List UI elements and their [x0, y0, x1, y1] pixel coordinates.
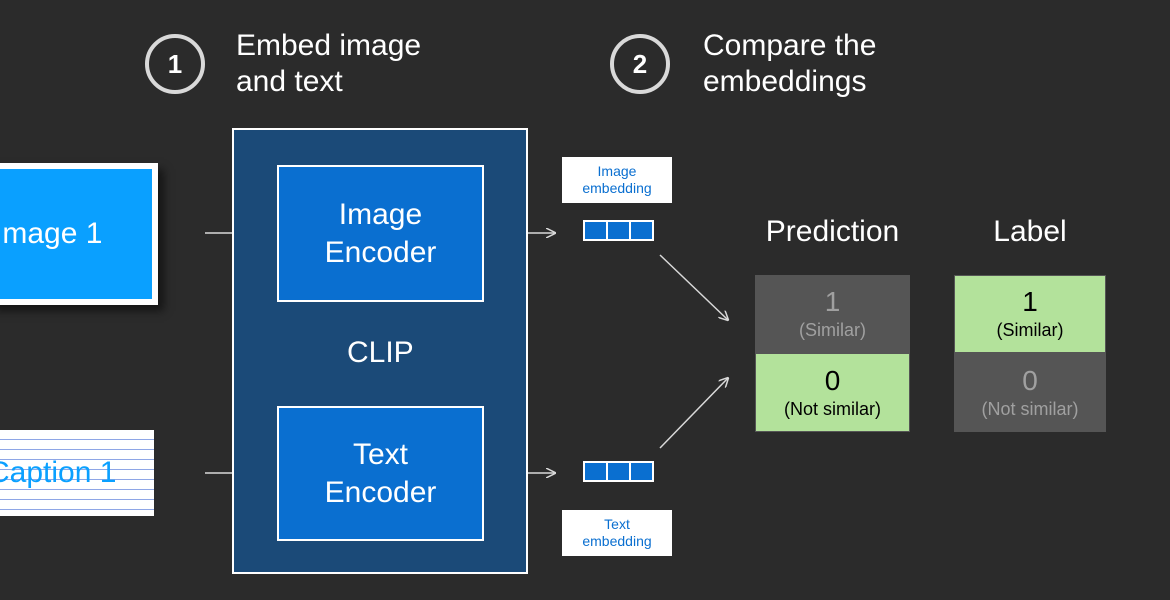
step-2-text: Compare the embeddings: [703, 28, 876, 100]
text-embedding-line2: embedding: [582, 533, 652, 549]
step-1-text: Embed image and text: [236, 28, 421, 100]
text-embedding-cell: [629, 461, 654, 482]
text-encoder: Text Encoder: [277, 406, 484, 541]
prediction-not-similar-value: 0: [824, 364, 841, 396]
label-similar-cell: 1 (Similar): [954, 275, 1106, 353]
image-encoder-line1: Image: [338, 197, 423, 231]
prediction-similar-cell: 1 (Similar): [755, 275, 910, 353]
image-encoder: Image Encoder: [277, 165, 484, 302]
image-embedding-label: Image embedding: [562, 157, 672, 203]
image-embedding-vector: [583, 220, 654, 241]
step-1-line2: and text: [236, 65, 343, 98]
caption-input-card: Caption 1: [0, 430, 154, 516]
label-similar-value: 1: [1022, 286, 1038, 317]
label-title: Label: [993, 215, 1067, 248]
text-embedding-to-prediction-arrow: [659, 378, 728, 449]
image-embedding-line2: embedding: [582, 180, 652, 196]
text-embedding-vector: [583, 461, 654, 482]
text-embedding-cell: [606, 461, 631, 482]
label-not-similar-value: 0: [1022, 364, 1038, 396]
image-embedding-line1: Image: [597, 163, 637, 179]
prediction-not-similar-cell: 0 (Not similar): [755, 353, 910, 432]
step-2-number: 2: [632, 48, 648, 79]
image-embedding-cell: [606, 220, 631, 241]
prediction-title: Prediction: [765, 215, 900, 248]
step-2-line1: Compare the: [703, 29, 877, 62]
caption-input-label: Caption 1: [0, 456, 117, 489]
step-1-line1: Embed image: [236, 29, 422, 62]
clip-label: CLIP: [347, 336, 414, 369]
image-embedding-cell: [629, 220, 654, 241]
label-not-similar-cell: 0 (Not similar): [954, 353, 1106, 432]
prediction-similar-value: 1: [824, 286, 841, 317]
text-embedding-label: Text embedding: [562, 510, 672, 556]
step-2-circle: 2: [610, 34, 670, 94]
text-encoder-line1: Text: [352, 437, 409, 471]
text-embedding-cell: [583, 461, 608, 482]
label-not-similar-desc: (Not similar): [981, 398, 1079, 419]
label-similar-desc: (Similar): [996, 320, 1064, 340]
image-embedding-cell: [583, 220, 608, 241]
prediction-similar-desc: (Similar): [799, 320, 866, 340]
text-embedding-line1: Text: [604, 516, 630, 532]
step-1-circle: 1: [145, 34, 205, 94]
image-input-card: Image 1: [0, 163, 158, 305]
image-embedding-to-prediction-arrow: [659, 254, 728, 320]
step-1-number: 1: [167, 48, 183, 79]
prediction-not-similar-desc: (Not similar): [784, 398, 881, 419]
image-encoder-line2: Encoder: [324, 235, 437, 269]
step-2-line2: embeddings: [703, 65, 867, 98]
text-encoder-line2: Encoder: [324, 475, 437, 509]
image-input-label: Image 1: [0, 217, 103, 250]
